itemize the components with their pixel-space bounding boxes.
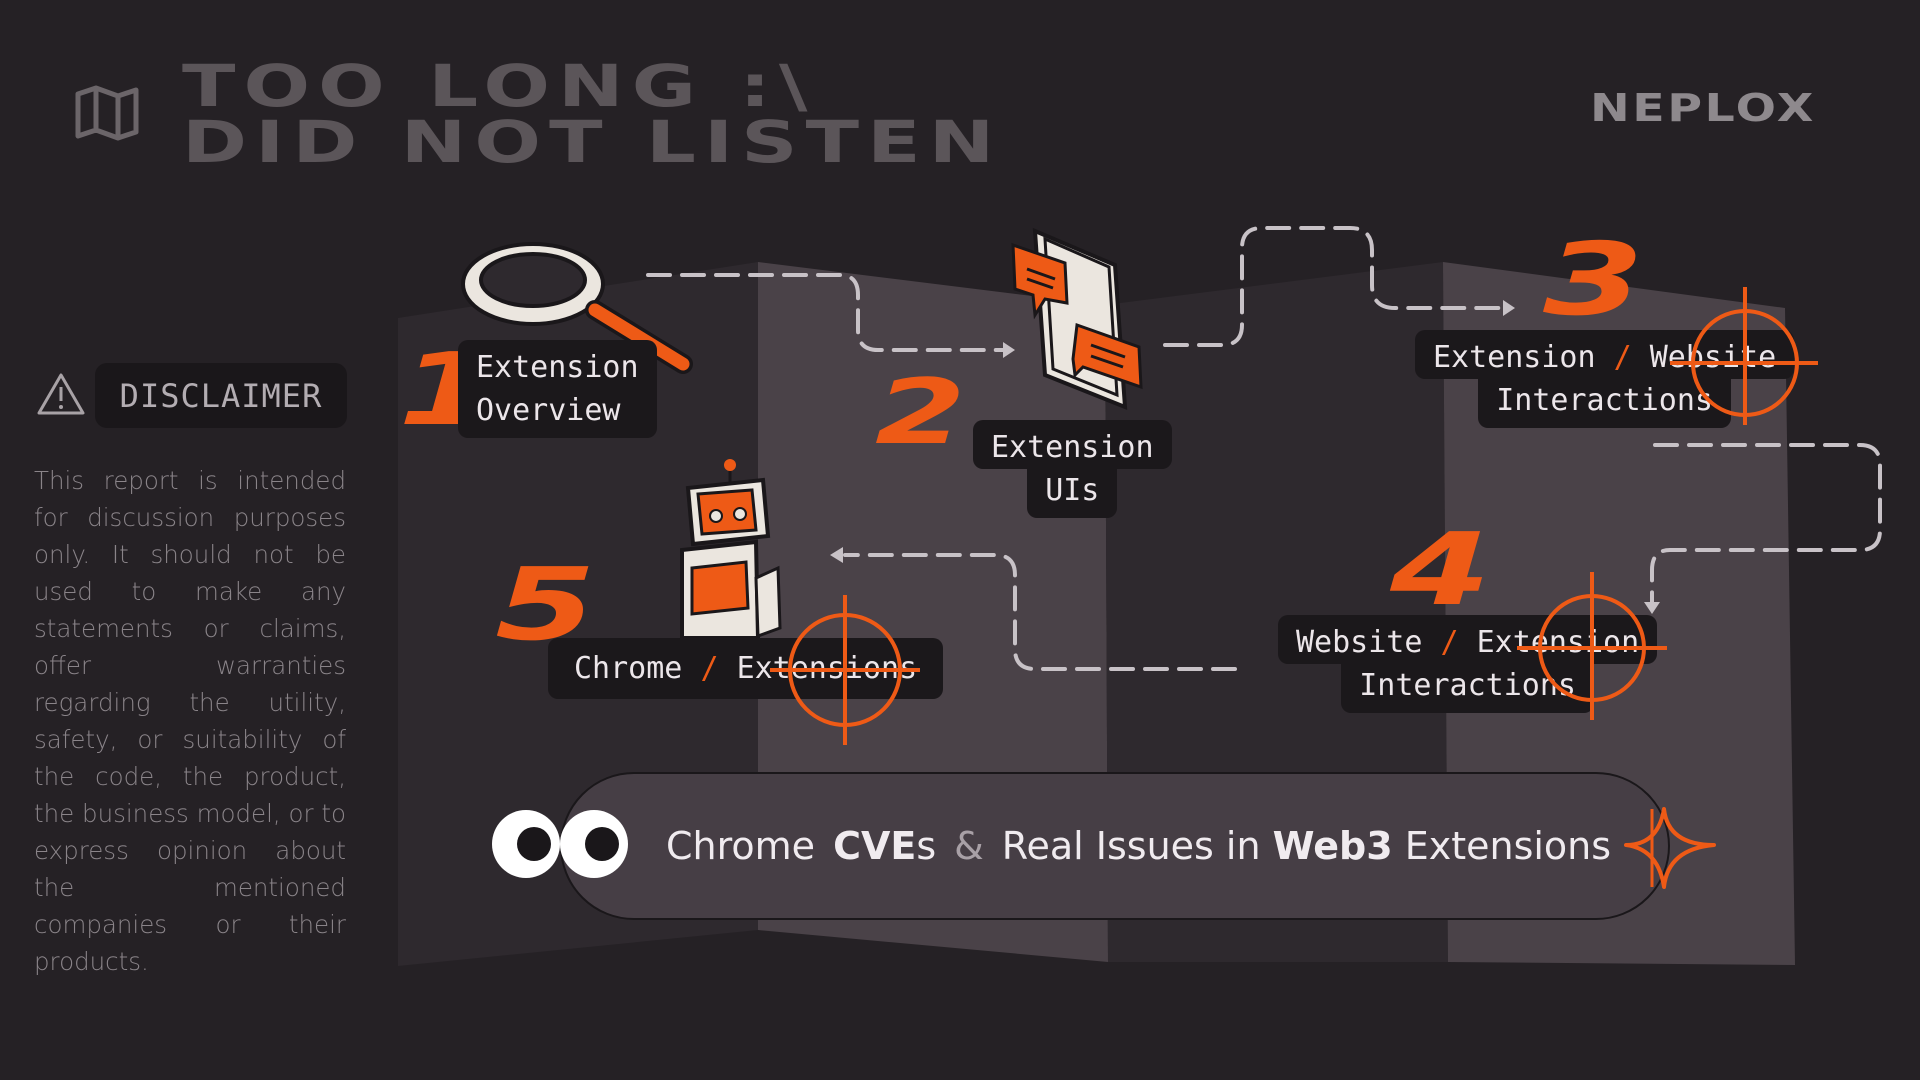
- eyes-icon: [492, 810, 628, 878]
- step-4-line1-a: Website: [1296, 625, 1423, 660]
- banner-real-issues: Real Issues in: [1001, 824, 1273, 868]
- crosshair-icon: [1670, 287, 1818, 425]
- step-2-line2: UIs: [1027, 469, 1118, 518]
- map-icon: [75, 85, 139, 141]
- step-1-line2: Overview: [458, 389, 657, 438]
- step-2-number: 2: [875, 360, 966, 465]
- banner-ampersand: &: [954, 824, 984, 868]
- banner-chrome: Chrome: [666, 824, 816, 868]
- summary-banner: Chrome CVEs & Real Issues in Web3 Extens…: [560, 772, 1670, 920]
- banner-extensions: Extensions: [1392, 824, 1612, 868]
- title-line-1: TOO LONG :\: [182, 52, 816, 120]
- step-3-label: Extension / Website Interactions: [1415, 330, 1795, 428]
- chat-phone-icon: [1011, 227, 1143, 411]
- step-2-line1: Extension: [973, 420, 1172, 469]
- step-1-line1: Extension: [458, 340, 657, 389]
- step-4-line2: Interactions: [1341, 664, 1594, 713]
- step-3-number: 3: [1543, 221, 1644, 338]
- warning-icon: [37, 373, 85, 415]
- step-3-line2: Interactions: [1478, 379, 1731, 428]
- crosshair-icon: [1517, 572, 1667, 720]
- robot-icon: [680, 459, 782, 638]
- step-4-label: Website / Extension Interactions: [1278, 615, 1658, 713]
- step-5-number: 5: [495, 546, 596, 663]
- step-3-line1: Extension / Website: [1415, 330, 1795, 379]
- disclaimer-label: DISCLAIMER: [95, 363, 347, 428]
- step-3-line1-a: Extension: [1433, 340, 1596, 375]
- title-line-2: DID NOT LISTEN: [182, 108, 1003, 176]
- banner-s: s: [916, 824, 937, 868]
- step-1-label: Extension Overview: [458, 340, 657, 438]
- magnifier-icon: [461, 242, 693, 374]
- step-5-line1-a: Chrome: [574, 651, 683, 686]
- step-4-line1-b: Extension: [1476, 625, 1640, 660]
- crosshair-icon: [770, 595, 920, 745]
- step-2-label: Extension UIs: [973, 420, 1172, 518]
- banner-cve: CVE: [833, 824, 917, 868]
- sparkle-icon: [1624, 807, 1716, 889]
- brand-logo: NEPLOX: [1590, 86, 1816, 130]
- disclaimer-text: This report is intended for discussion p…: [34, 466, 346, 976]
- step-3-line1-b: Website: [1649, 340, 1777, 375]
- banner-web3: Web3: [1272, 824, 1393, 868]
- step-4-number: 4: [1390, 511, 1491, 628]
- separator-slash: /: [1440, 625, 1459, 660]
- separator-slash: /: [1613, 340, 1632, 375]
- separator-slash: /: [700, 651, 719, 686]
- page-title: TOO LONG :\ DID NOT LISTEN: [182, 52, 1003, 176]
